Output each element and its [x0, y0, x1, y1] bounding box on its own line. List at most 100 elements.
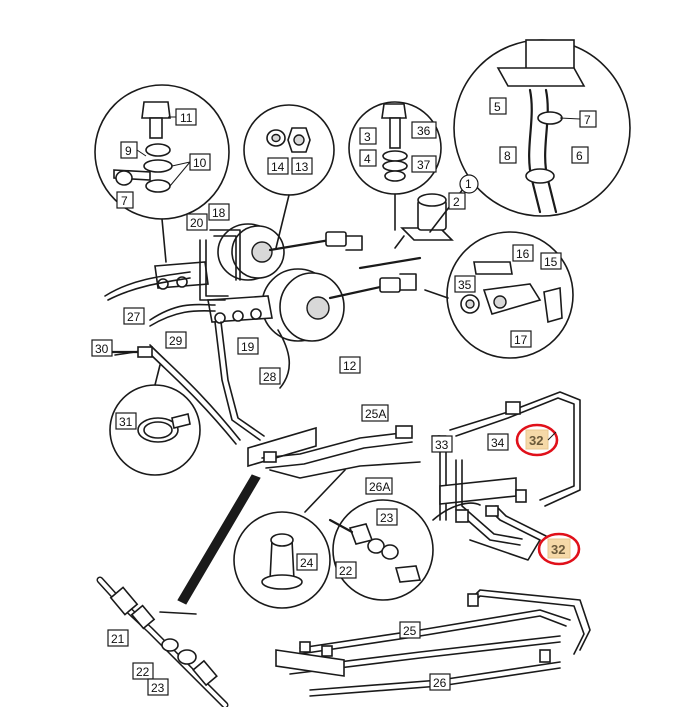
svg-text:12: 12 [343, 359, 357, 373]
svg-text:6: 6 [576, 149, 583, 163]
svg-text:3: 3 [364, 130, 371, 144]
label-30: 30 [91, 339, 113, 357]
label-23b: 23 [147, 678, 169, 696]
label-25a: 25A [361, 404, 389, 422]
label-1: 1 [459, 174, 479, 194]
label-16: 16 [512, 244, 534, 262]
label-28: 28 [259, 367, 281, 385]
svg-text:24: 24 [300, 556, 314, 570]
label-34: 34 [487, 433, 509, 451]
svg-text:20: 20 [190, 216, 204, 230]
highlight-ring [537, 532, 581, 566]
svg-text:30: 30 [95, 342, 109, 356]
label-7b: 7 [559, 110, 597, 128]
svg-text:36: 36 [417, 124, 431, 138]
label-21: 21 [107, 629, 129, 647]
label-29: 29 [165, 331, 187, 349]
label-14: 14 [267, 157, 289, 175]
bottom-left-fitting-detail [96, 576, 229, 707]
svg-text:15: 15 [544, 255, 558, 269]
svg-text:37: 37 [417, 158, 431, 172]
label-13: 13 [291, 157, 313, 175]
detail-leader-arrow [177, 474, 261, 605]
label-22b: 22 [132, 662, 154, 680]
svg-text:7: 7 [584, 113, 591, 127]
fluid-reservoir [394, 193, 454, 249]
svg-text:10: 10 [193, 156, 207, 170]
detail-circle-clevis [424, 231, 574, 359]
label-26: 26 [429, 673, 451, 691]
label-2: 2 [448, 192, 466, 210]
svg-text:14: 14 [271, 160, 285, 174]
label-35: 35 [454, 275, 476, 293]
svg-text:35: 35 [458, 278, 472, 292]
svg-text:17: 17 [514, 333, 528, 347]
svg-text:25A: 25A [365, 407, 386, 421]
label-23a: 23 [376, 508, 398, 526]
label-8: 8 [499, 146, 517, 164]
label-25: 25 [399, 621, 421, 639]
label-19: 19 [237, 337, 259, 355]
svg-text:19: 19 [241, 340, 255, 354]
svg-text:28: 28 [263, 370, 277, 384]
label-5: 5 [489, 97, 507, 115]
brake-booster-assembly [104, 223, 422, 445]
svg-text:23: 23 [151, 681, 165, 695]
highlighted-label-32-lower[interactable]: 32 [537, 532, 581, 566]
svg-text:2: 2 [453, 195, 460, 209]
detail-circle-union [328, 499, 481, 601]
svg-text:5: 5 [494, 100, 501, 114]
label-6: 6 [571, 146, 589, 164]
svg-text:26A: 26A [369, 480, 390, 494]
svg-text:9: 9 [125, 144, 132, 158]
label-37: 37 [411, 155, 437, 173]
svg-text:21: 21 [111, 632, 125, 646]
pipe-30 [110, 346, 153, 358]
label-22a: 22 [335, 561, 357, 579]
svg-text:25: 25 [403, 624, 417, 638]
svg-text:13: 13 [295, 160, 309, 174]
label-36: 36 [411, 121, 437, 139]
label-31: 31 [115, 412, 137, 430]
part-labels: 11 9 10 7 14 13 3 36 4 37 1 2 5 7 8 6 20… [91, 97, 597, 696]
label-12: 12 [339, 356, 361, 374]
svg-text:32: 32 [551, 542, 565, 557]
label-27: 27 [123, 307, 145, 325]
detail-circle-pipe-clip [429, 39, 631, 233]
svg-text:16: 16 [516, 247, 530, 261]
label-24: 24 [296, 553, 318, 571]
label-33: 33 [431, 435, 453, 453]
label-9: 9 [120, 141, 147, 159]
detail-circle-hose-clamp [109, 364, 201, 476]
svg-text:7: 7 [121, 194, 128, 208]
label-10: 10 [169, 153, 211, 187]
label-26a: 26A [365, 477, 393, 495]
label-7a: 7 [116, 191, 134, 209]
svg-text:22: 22 [136, 665, 150, 679]
svg-text:34: 34 [491, 436, 505, 450]
svg-text:4: 4 [364, 152, 371, 166]
svg-text:27: 27 [127, 310, 141, 324]
label-4: 4 [359, 149, 377, 167]
svg-text:8: 8 [504, 149, 511, 163]
label-20: 20 [186, 213, 208, 231]
svg-text:26: 26 [433, 676, 447, 690]
svg-text:32: 32 [529, 433, 543, 448]
svg-text:22: 22 [339, 564, 353, 578]
label-3: 3 [359, 127, 377, 145]
detail-circle-fittings [94, 84, 230, 263]
svg-text:18: 18 [212, 206, 226, 220]
svg-text:33: 33 [435, 438, 449, 452]
svg-text:23: 23 [380, 511, 394, 525]
label-11: 11 [168, 108, 197, 126]
svg-text:29: 29 [169, 334, 183, 348]
svg-text:1: 1 [465, 177, 472, 191]
highlight-ring [515, 423, 559, 457]
detail-circle-valve-fitting [233, 469, 346, 609]
svg-text:11: 11 [180, 111, 193, 125]
label-15: 15 [540, 252, 562, 270]
highlighted-label-32-upper[interactable]: 32 [515, 423, 559, 457]
label-17: 17 [510, 330, 532, 348]
svg-text:31: 31 [119, 415, 133, 429]
